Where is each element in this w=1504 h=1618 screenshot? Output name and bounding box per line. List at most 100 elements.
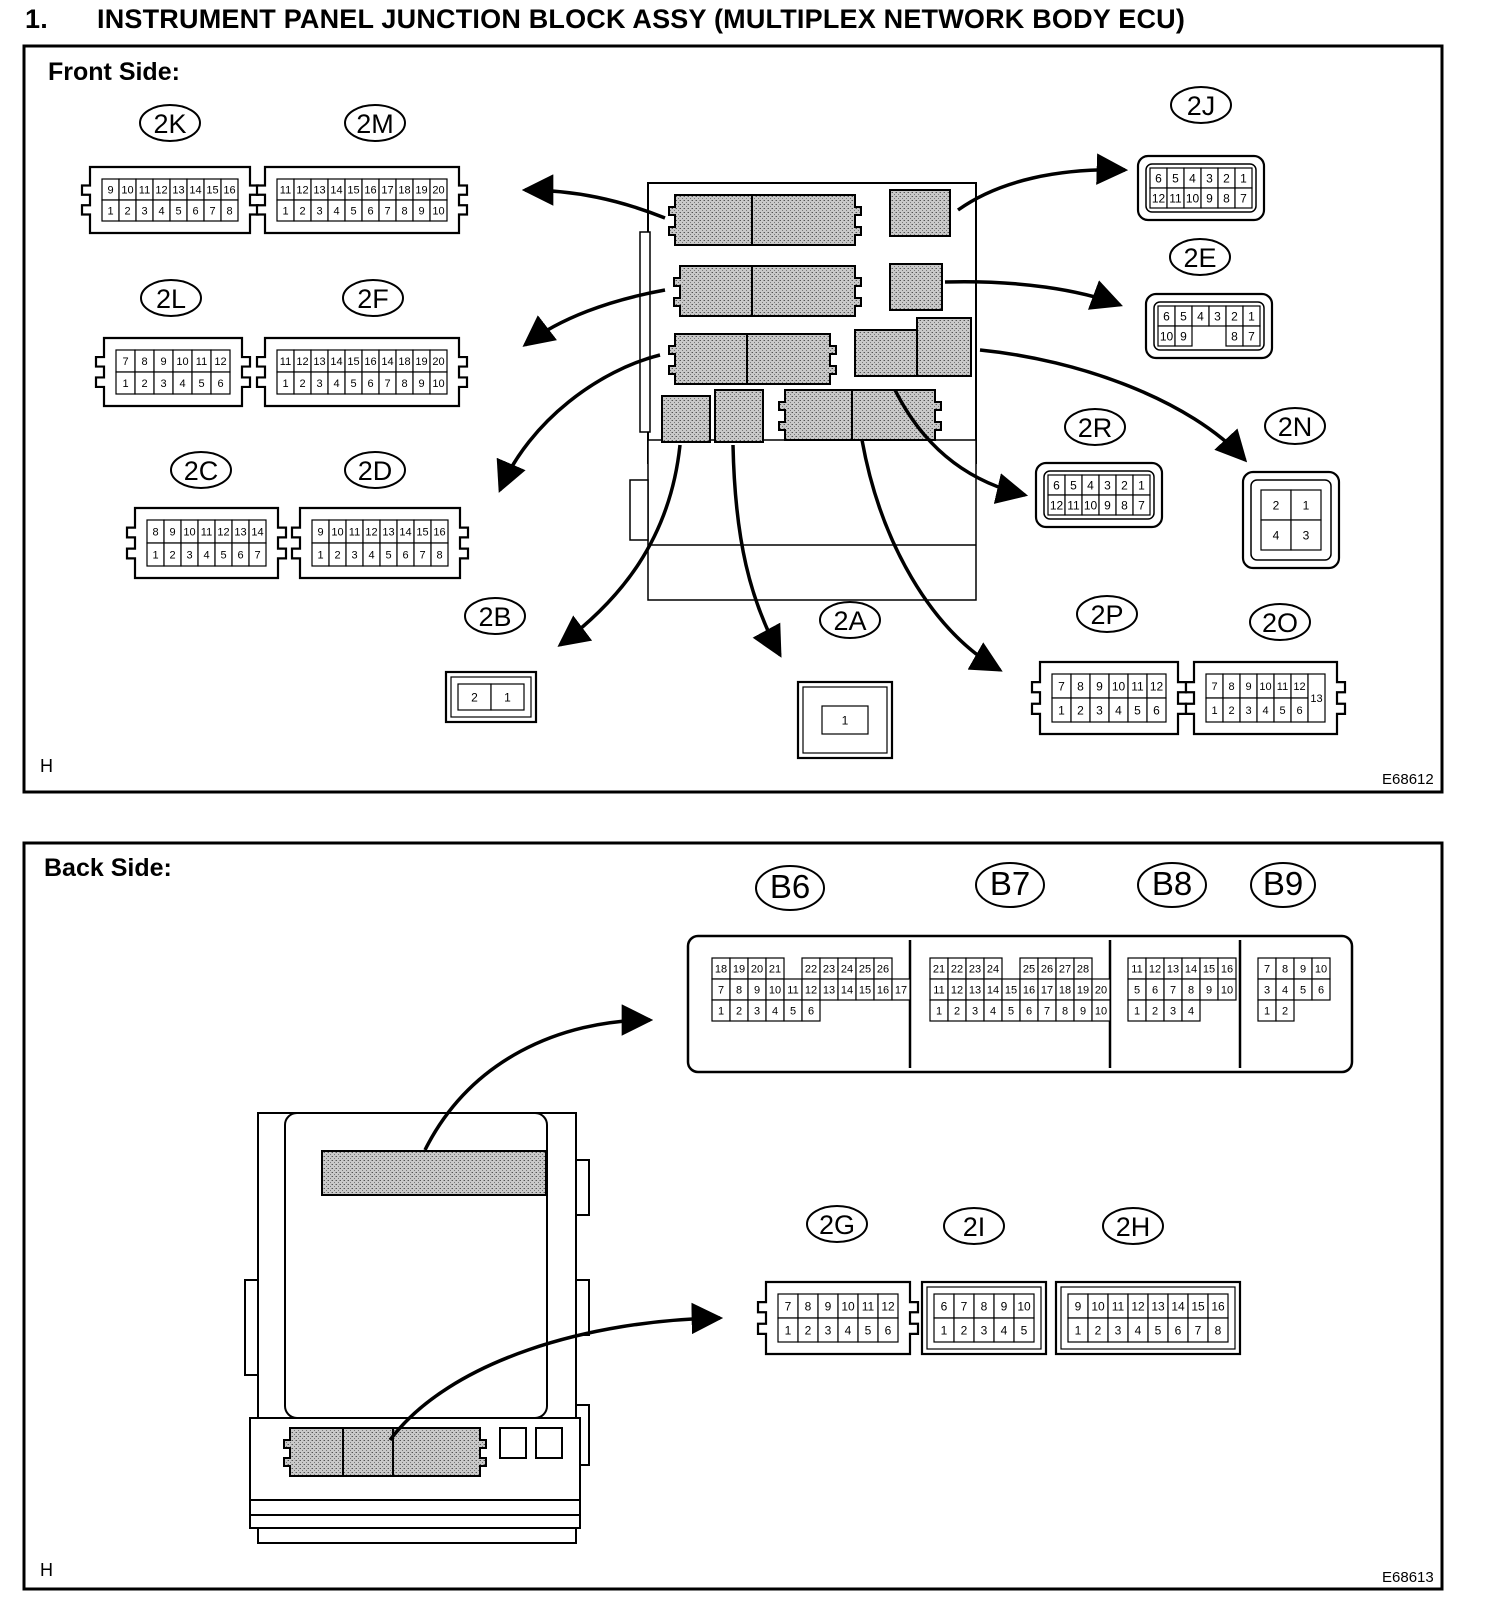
back-id-2h: 2H	[1102, 1207, 1164, 1245]
pin-number: 16	[433, 526, 445, 538]
pin-number: 2	[1152, 1005, 1158, 1017]
connector-id-bubble	[1064, 408, 1126, 446]
pin-number: 24	[987, 963, 999, 975]
front-side-panel: Front Side: H E68612	[22, 44, 1444, 794]
pin-number: 3	[1303, 528, 1310, 542]
pin-number: 14	[399, 526, 411, 538]
pin-number: 2	[124, 205, 130, 217]
connector-id-text: 2P	[1090, 600, 1123, 630]
connector-id-text: 2L	[156, 284, 186, 314]
pin-number: 1	[282, 378, 288, 390]
pin-number: 5	[350, 205, 356, 217]
pin-number: 5	[1134, 984, 1140, 996]
pin-number: 9	[1245, 681, 1251, 693]
pin-number: 7	[1264, 963, 1270, 975]
back-id-2g: 2G	[806, 1205, 868, 1243]
pin-number: 6	[217, 378, 223, 390]
pin-number: 11	[1169, 191, 1182, 205]
pin-number: 6	[1155, 171, 1162, 185]
pin-number: 8	[1282, 963, 1288, 975]
pin-number: 7	[254, 549, 260, 561]
pin-cell	[1207, 1317, 1229, 1343]
pin-number: 2	[954, 1005, 960, 1017]
connector-id-text: 2B	[478, 602, 511, 632]
pin-cell	[430, 542, 449, 567]
pin-number: 1	[1134, 1005, 1140, 1017]
connector-id-bubble	[1170, 86, 1232, 124]
pin-number: 11	[933, 984, 944, 996]
pin-cell	[1290, 489, 1322, 521]
pin-number: 20	[1095, 984, 1107, 996]
pin-number: 5	[1180, 309, 1187, 323]
pin-number: 15	[206, 184, 218, 196]
pin-number: 16	[1023, 984, 1035, 996]
pin-number: 9	[1080, 1005, 1086, 1017]
arrow-to-2C-2D	[496, 353, 661, 493]
front-id-2m: 2M	[344, 104, 406, 142]
connector-id-bubble	[140, 279, 202, 317]
pin-number: 11	[862, 1299, 875, 1313]
pin-number: 9	[1180, 329, 1187, 343]
pin-number: 10	[1259, 681, 1271, 693]
pin-number: 7	[209, 205, 215, 217]
pin-number: 1	[317, 549, 323, 561]
pin-cell	[877, 1317, 899, 1343]
pin-number: 6	[808, 1005, 814, 1017]
pin-number: 25	[859, 963, 871, 975]
pin-number: 8	[1228, 681, 1234, 693]
arrow-to-2J	[956, 153, 1129, 212]
pin-cell	[210, 371, 231, 395]
pin-number: 7	[1170, 984, 1176, 996]
pin-number: 21	[769, 963, 781, 975]
pin-number: 9	[418, 378, 424, 390]
pin-number: 7	[961, 1299, 968, 1313]
pin-number: 8	[736, 984, 742, 996]
pin-number: 13	[823, 984, 835, 996]
connector-id-bubble	[1169, 238, 1231, 276]
pin-number: 8	[226, 205, 232, 217]
pin-number: 11	[201, 526, 212, 538]
pin-number: 9	[1206, 984, 1212, 996]
pin-number: 24	[841, 963, 853, 975]
pin-number: 19	[415, 184, 427, 196]
pin-number: 10	[841, 1299, 855, 1313]
pin-number: 1	[152, 549, 158, 561]
pin-number: 1	[785, 1323, 792, 1337]
pin-number: 1	[1138, 478, 1145, 492]
connector-id-text: B6	[770, 868, 810, 905]
pin-number: 8	[805, 1299, 812, 1313]
pin-number: 5	[198, 378, 204, 390]
pin-number: 8	[152, 526, 158, 538]
pin-number: 20	[432, 356, 444, 368]
pin-number: 8	[1062, 1005, 1068, 1017]
pin-number: 6	[1296, 705, 1302, 717]
pin-number: 13	[382, 526, 394, 538]
pin-number: 7	[785, 1299, 792, 1313]
pin-number: 1	[1058, 703, 1065, 717]
pin-number: 18	[398, 184, 410, 196]
pin-number: 8	[1215, 1323, 1222, 1337]
pin-number: 18	[1059, 984, 1071, 996]
pin-cell	[1311, 978, 1331, 1001]
pin-cell	[1217, 978, 1237, 1001]
pin-number: 8	[1231, 329, 1238, 343]
back-id-b6: B6	[755, 865, 825, 911]
pin-number: 26	[877, 963, 889, 975]
back-junction-block-body	[244, 1112, 590, 1544]
pin-number: 4	[1262, 705, 1268, 717]
pin-number: 15	[1203, 963, 1215, 975]
pin-number: 9	[1206, 191, 1213, 205]
pin-number: 3	[825, 1323, 832, 1337]
pin-number: 2	[805, 1323, 812, 1337]
pin-number: 8	[1188, 984, 1194, 996]
pin-number: 6	[367, 378, 373, 390]
pin-number: 9	[1096, 679, 1103, 693]
pin-number: 10	[432, 205, 444, 217]
pin-cell	[1290, 519, 1322, 551]
pin-number: 11	[1067, 498, 1080, 512]
pin-number: 6	[367, 205, 373, 217]
